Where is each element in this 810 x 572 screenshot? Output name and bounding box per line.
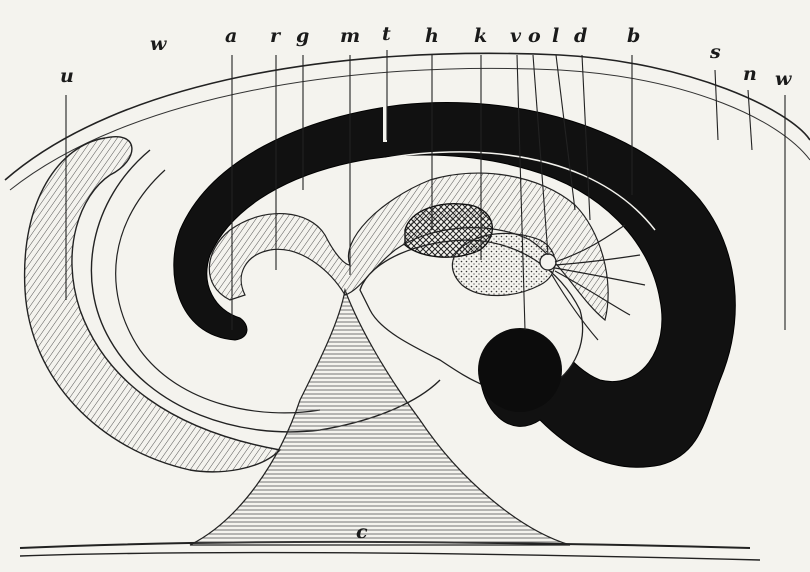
- label-v: v: [510, 25, 522, 47]
- label-o: o: [528, 25, 541, 47]
- label-u: u: [60, 65, 74, 87]
- label-h: h: [425, 25, 439, 47]
- label-g: g: [296, 25, 309, 47]
- label-t: t: [382, 23, 391, 45]
- label-d: d: [574, 25, 587, 47]
- small-node: [540, 254, 556, 270]
- label-l: l: [552, 25, 559, 47]
- label-w-left: w: [150, 33, 167, 55]
- body-slit: [383, 100, 387, 142]
- dark-sphere: [478, 328, 562, 412]
- label-b: b: [627, 25, 640, 47]
- label-w-right: w: [775, 68, 792, 90]
- label-a: a: [225, 25, 237, 47]
- label-c: c: [356, 521, 368, 543]
- label-s: s: [709, 41, 721, 63]
- label-n: n: [743, 63, 757, 85]
- base-line-bottom: [20, 553, 760, 560]
- label-k: k: [474, 25, 487, 47]
- label-r: r: [270, 25, 282, 47]
- label-m: m: [340, 25, 360, 47]
